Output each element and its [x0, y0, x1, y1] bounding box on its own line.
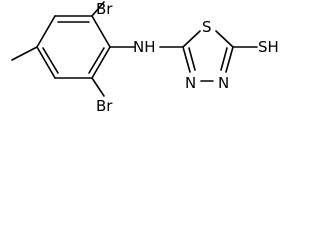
amine-nh-label: NH [133, 38, 156, 56]
chemical-structure-diagram: Br Br NH S N N SH [11, 0, 279, 115]
bond-c5-n4 [225, 46, 234, 73]
double-bond-n3-c2-inner [188, 47, 196, 71]
ring-sulfur-label: S [202, 18, 212, 36]
thiadiazole-ring [182, 30, 234, 82]
double-bond-c1-c2-inner [88, 47, 105, 74]
bond-n3-c2 [182, 46, 191, 73]
bond-to-bromine-top [91, 1, 105, 17]
double-bond-c3-c4-inner [42, 47, 59, 74]
bond-s1-c5 [215, 30, 234, 48]
double-bond-c5-n4-inner [220, 47, 228, 71]
bond-c2-s1 [182, 30, 201, 48]
thiol-sh-label: SH [258, 38, 279, 56]
bond-methyl [11, 46, 38, 61]
bromine-top-label: Br [96, 0, 113, 18]
ring-nitrogen-4-label: N [218, 74, 229, 92]
ring-nitrogen-3-label: N [185, 74, 196, 92]
bond-to-bromine-bottom [91, 77, 105, 97]
bromine-bottom-label: Br [96, 97, 113, 115]
benzene-ring [36, 15, 111, 79]
bond-c6-c1 [91, 15, 111, 48]
bond-c4-c5 [36, 15, 56, 48]
bond-c3-c4 [36, 46, 56, 79]
bond-c1-c2 [91, 46, 111, 79]
